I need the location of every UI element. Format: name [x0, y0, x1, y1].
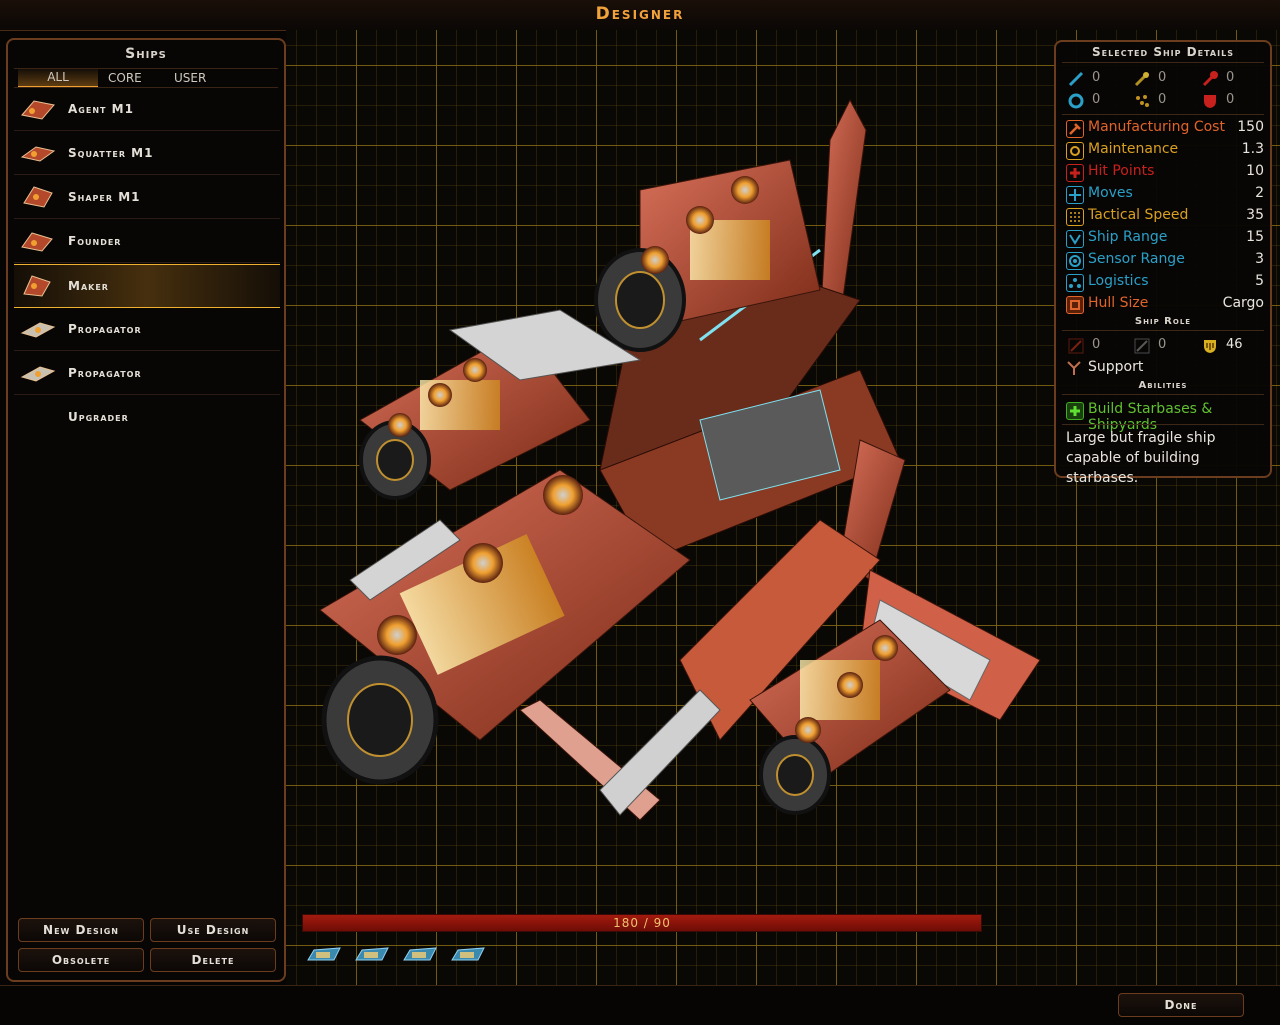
ship-list-item[interactable]: Upgrader — [14, 396, 280, 438]
ship-thumbnail-icon — [20, 322, 56, 338]
ship-name: Founder — [68, 234, 122, 248]
ship-model[interactable] — [286, 30, 1280, 985]
module-slot[interactable] — [450, 944, 486, 968]
module-slot[interactable] — [402, 944, 438, 968]
module-icon — [307, 947, 341, 961]
ships-panel: Ships ALL CORE USER Agent M1 Squatter M1… — [6, 38, 286, 982]
ship-name: Upgrader — [68, 410, 129, 424]
tactical-speed-icon — [1066, 208, 1084, 226]
point-defense-icon — [1136, 95, 1149, 107]
abilities-heading: Abilities — [1138, 380, 1188, 391]
module-icon — [451, 947, 485, 961]
delete-button[interactable]: Delete — [150, 948, 276, 972]
shield-defense-icon — [1068, 93, 1084, 109]
ship-role-heading: Ship Role — [1134, 316, 1192, 327]
use-design-button[interactable]: Use Design — [150, 918, 276, 942]
capacity-bar: 180 / 90 — [302, 914, 982, 932]
plus-icon — [1066, 402, 1084, 420]
armor-defense-icon — [1204, 95, 1216, 108]
ship-details-panel: Selected Ship Details 0 0 0 0 0 0 Manufa… — [1054, 40, 1272, 486]
sensor-icon — [1066, 252, 1084, 270]
new-design-button[interactable]: New Design — [18, 918, 144, 942]
moves-icon — [1066, 186, 1084, 204]
module-icon — [403, 947, 437, 961]
maintenance-icon — [1066, 142, 1084, 160]
ship-list-item[interactable]: Shaper M1 — [14, 176, 280, 219]
ability-item: Build Starbases & Shipyards — [1066, 400, 1264, 433]
done-button[interactable]: Done — [1118, 993, 1244, 1017]
module-slot[interactable] — [354, 944, 390, 968]
logistics-icon — [1066, 274, 1084, 292]
kinetic-weapon-icon — [1134, 71, 1150, 87]
ship-list-item[interactable]: Propagator — [14, 308, 280, 351]
ship-name: Agent M1 — [68, 102, 134, 116]
ship-thumbnail-icon — [21, 100, 55, 120]
ship-filter-tabs: ALL CORE USER — [14, 68, 278, 88]
ship-name: Squatter M1 — [68, 146, 154, 160]
ship-thumbnail-icon — [20, 146, 56, 162]
ship-list-item-selected[interactable]: Maker — [14, 264, 280, 308]
ship-range-icon — [1066, 230, 1084, 248]
ship-thumbnail-icon — [20, 366, 56, 382]
ship-list-item[interactable]: Propagator — [14, 352, 280, 395]
ship-thumbnail-icon — [23, 186, 53, 208]
ship-description: Large but fragile ship capable of buildi… — [1066, 430, 1216, 486]
capacity-text: 180 / 90 — [613, 916, 671, 930]
module-slot[interactable] — [306, 944, 342, 968]
hit-points-icon — [1066, 164, 1084, 182]
attack-role-icon — [1068, 338, 1084, 354]
hull-size-icon — [1066, 296, 1084, 314]
missile-weapon-icon — [1202, 71, 1218, 87]
ship-list-item[interactable]: Squatter M1 — [14, 132, 280, 175]
ships-panel-title: Ships — [125, 46, 167, 62]
filter-tab-all[interactable]: ALL — [18, 69, 98, 87]
ship-list-item[interactable]: Founder — [14, 220, 280, 263]
defense-role-icon — [1134, 338, 1150, 354]
bottom-bar: Done — [0, 985, 1280, 1025]
obsolete-button[interactable]: Obsolete — [18, 948, 144, 972]
ship-thumbnail-icon — [23, 275, 51, 297]
shield-value-icon — [1204, 340, 1216, 353]
module-icon — [355, 947, 389, 961]
hammer-icon — [1066, 120, 1084, 138]
title-bar: Designer — [0, 0, 1280, 31]
ship-role: Support — [1066, 358, 1264, 380]
filter-tab-core[interactable]: CORE — [108, 71, 142, 85]
ship-name: Shaper M1 — [68, 190, 141, 204]
details-title: Selected Ship Details — [1092, 45, 1234, 59]
ship-name: Propagator — [68, 322, 142, 336]
beam-weapon-icon — [1068, 71, 1084, 87]
ship-name: Maker — [68, 279, 109, 293]
support-role-icon — [1066, 360, 1082, 376]
ship-thumbnail-icon — [21, 232, 53, 252]
ship-list-item[interactable]: Agent M1 — [14, 88, 280, 131]
window-title: Designer — [595, 4, 685, 24]
ship-name: Propagator — [68, 366, 142, 380]
filter-tab-user[interactable]: USER — [174, 71, 207, 85]
